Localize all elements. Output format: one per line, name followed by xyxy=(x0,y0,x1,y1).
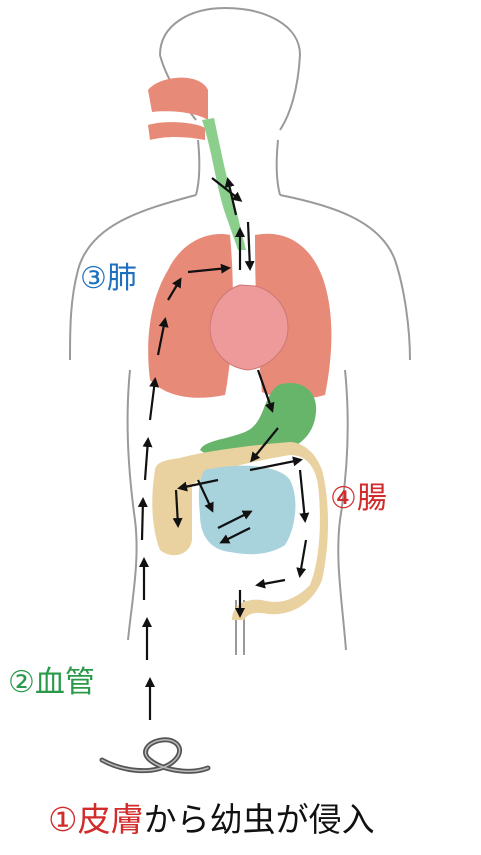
larva-worm-icon xyxy=(102,740,208,771)
arrow-vessel-6 xyxy=(150,380,155,420)
arrow-colon-1 xyxy=(300,540,306,575)
airway xyxy=(148,78,246,250)
label-blood-vessel: ②血管 xyxy=(8,666,95,700)
label-lung: ③肺 xyxy=(80,262,137,296)
torso-left xyxy=(128,370,137,640)
label-vessel-number: ② xyxy=(8,665,35,700)
label-lung-number: ③ xyxy=(80,261,107,296)
arrow-gut-7 xyxy=(300,470,305,520)
label-vessel-text: 血管 xyxy=(35,665,95,700)
mouth xyxy=(148,122,205,140)
arrow-vessel-5 xyxy=(145,440,148,480)
neck-left xyxy=(196,140,199,195)
small-intestine xyxy=(199,466,296,555)
arrow-colon-2 xyxy=(258,580,285,585)
label-lung-text: 肺 xyxy=(107,261,137,296)
nasal-cavity xyxy=(148,78,208,120)
neck-right xyxy=(277,140,280,195)
label-intestine-text: 腸 xyxy=(357,481,387,516)
label-intestine: ④腸 xyxy=(330,482,387,516)
caption: ①皮膚から幼虫が侵入 xyxy=(48,800,375,840)
arrow-esophagus-1 xyxy=(248,222,250,268)
caption-number: ① xyxy=(48,800,78,839)
arrow-gut-1 xyxy=(250,460,300,470)
label-intestine-number: ④ xyxy=(330,481,357,516)
caption-rest: から幼虫が侵入 xyxy=(144,800,375,839)
arrow-vessel-4 xyxy=(142,500,143,540)
caption-skin: 皮膚 xyxy=(78,800,144,839)
